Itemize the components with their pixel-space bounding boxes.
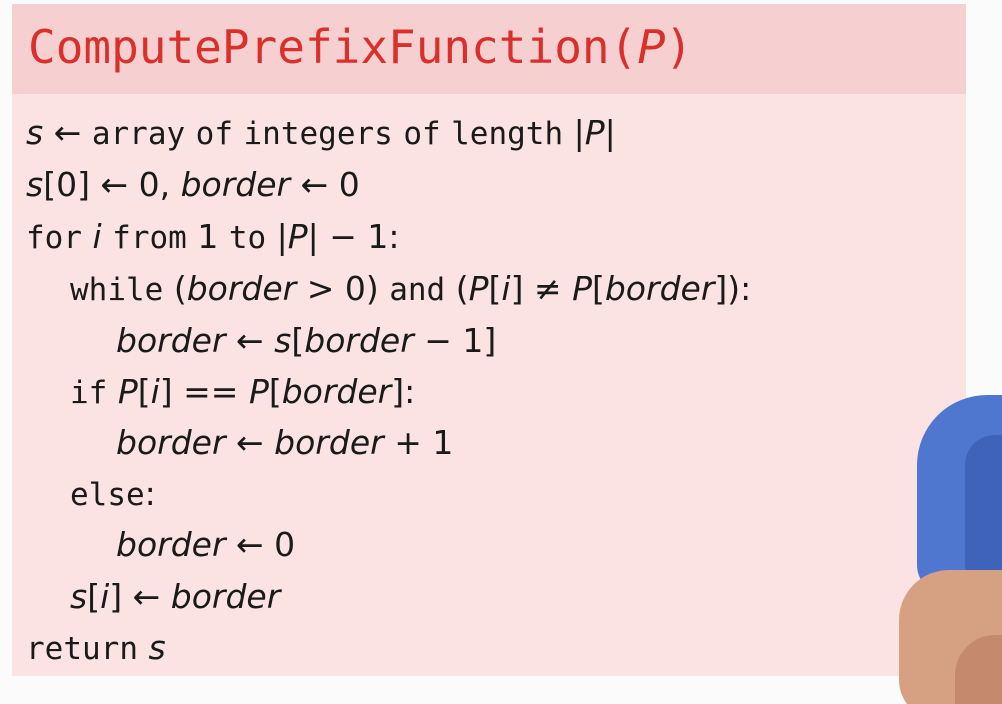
code-line: s[0] ← 0, border ← 0 [26, 165, 360, 204]
title-close-paren: ) [665, 20, 693, 74]
code-line: s ← array of integers of length |P| [26, 113, 616, 152]
title-function-name: ComputePrefixFunction( [28, 20, 638, 74]
slide-title-bar: ComputePrefixFunction(P) [12, 4, 966, 94]
code-line: return s [26, 628, 166, 667]
code-line: else: [70, 474, 156, 513]
slide-title: ComputePrefixFunction(P) [28, 16, 693, 78]
presenter-figure [895, 395, 1002, 704]
title-parameter: P [637, 20, 666, 74]
code-line: while (border > 0) and (P[i] ≠ P[border]… [70, 269, 752, 308]
code-line: border ← s[border − 1] [116, 321, 497, 360]
code-line: for i from 1 to |P| − 1: [26, 217, 400, 256]
code-line: if P[i] == P[border]: [70, 372, 416, 411]
presenter-shirt-shadow [965, 435, 1002, 585]
code-line: border ← 0 [116, 525, 296, 564]
pseudocode-block: s ← array of integers of length |P| s[0]… [12, 94, 966, 676]
code-line: s[i] ← border [70, 577, 281, 616]
code-line: border ← border + 1 [116, 423, 454, 462]
